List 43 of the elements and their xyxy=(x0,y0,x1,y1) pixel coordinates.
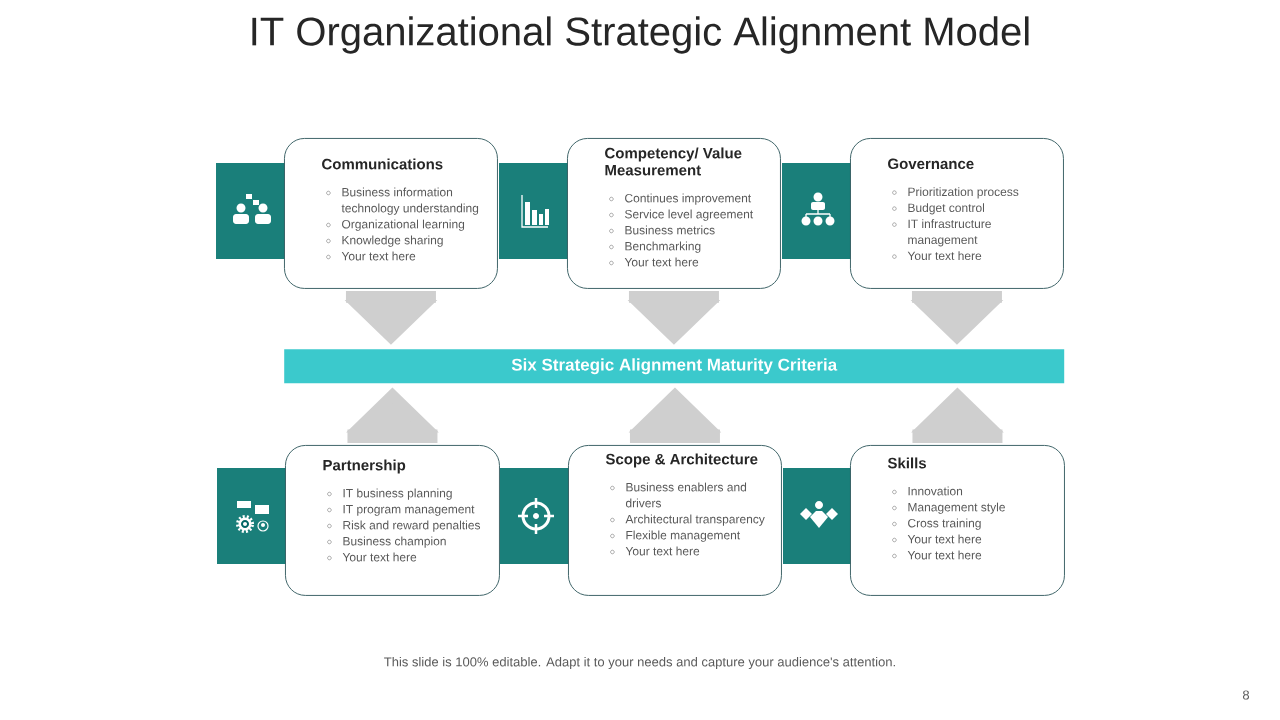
bullet-item: Your text here xyxy=(892,550,982,560)
bullet-item: Cross training xyxy=(892,518,981,530)
card xyxy=(568,445,782,596)
card xyxy=(850,138,1064,289)
card-heading: Governance xyxy=(888,158,974,170)
card-heading: Partnership xyxy=(323,459,406,474)
bullet-item: Knowledge sharing xyxy=(326,235,443,247)
card xyxy=(285,445,500,596)
bullet-item: Your text here xyxy=(609,257,699,267)
bullet-item: Your text here xyxy=(892,534,982,544)
bullet-item: Business metrics xyxy=(609,225,715,235)
card xyxy=(284,138,498,289)
criteria-band: Six Strategic Alignment Maturity Criteria xyxy=(284,349,1065,384)
bullet-item: Innovation xyxy=(892,486,963,496)
bullet-item: Architectural transparency xyxy=(610,514,765,526)
bullet-item: Business information technology understanding xyxy=(326,187,479,215)
bullet-item: Your text here xyxy=(610,546,700,556)
bullet-item: Business enablers and drivers xyxy=(610,482,747,508)
card xyxy=(850,445,1065,596)
bullet-item: Business champion xyxy=(327,536,446,548)
bullet-item: Benchmarking xyxy=(609,241,701,253)
bullet-item: Your text here xyxy=(326,251,416,261)
footnote: This slide is 100% editable. Adapt it to your needs and capture your audience's attention. xyxy=(384,656,895,670)
card-heading: Communications xyxy=(322,158,443,170)
bullet-item: Service level agreement xyxy=(609,209,754,221)
bullet-item: Budget control xyxy=(892,203,984,215)
bullet-item: Your text here xyxy=(327,552,417,562)
bullet-item: Continues improvement xyxy=(609,193,752,205)
bullet-item: IT infrastructure management xyxy=(892,219,991,247)
bullet-item: Your text here xyxy=(892,251,982,260)
card-heading: Scope & Architecture xyxy=(605,453,758,468)
card-heading: Skills xyxy=(887,457,927,469)
bullet-item: Prioritization process xyxy=(892,187,1019,199)
bullet-item: Risk and reward penalties xyxy=(327,520,481,532)
bullet-item: Organizational learning xyxy=(326,219,465,231)
bullet-item: Flexible management xyxy=(610,530,741,542)
card xyxy=(567,138,781,289)
page-number: 8 xyxy=(1242,690,1250,700)
card-heading: Competency/ Value Measurement xyxy=(605,147,742,176)
title: IT Organizational Strategic Alignment Model xyxy=(252,16,1029,54)
bullet-item: IT program management xyxy=(327,505,475,516)
bullet-item: IT business planning xyxy=(327,488,452,500)
bullet-item: Management style xyxy=(892,502,1005,514)
